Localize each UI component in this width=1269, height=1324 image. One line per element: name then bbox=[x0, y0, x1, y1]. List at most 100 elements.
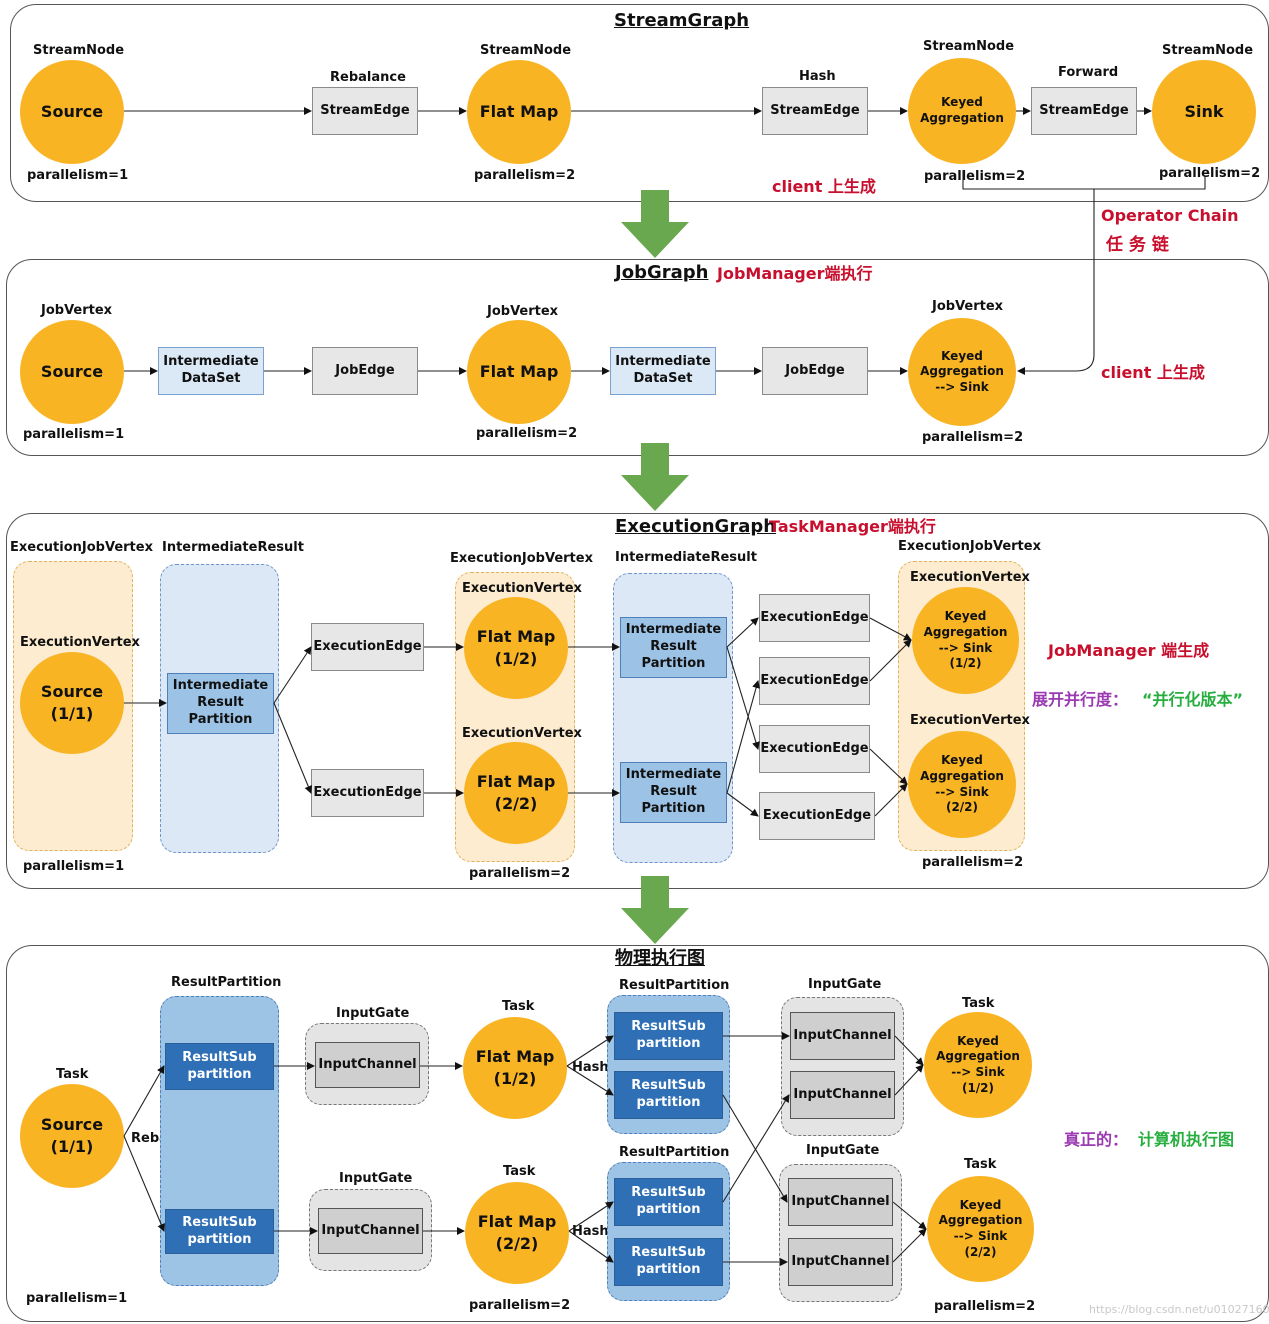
intermediate-dataset-box: Intermediate DataSet bbox=[158, 347, 264, 395]
result-subpartition-box: ResultSub partition bbox=[165, 1209, 274, 1254]
sink-node: Sink bbox=[1152, 60, 1256, 164]
flatmap-vertex: Flat Map bbox=[467, 320, 571, 424]
execution-edge-box: ExecutionEdge bbox=[311, 623, 424, 671]
operator-chain-label: Operator Chain bbox=[1101, 206, 1239, 225]
task-label: Task bbox=[964, 1157, 997, 1172]
parallelism-label: parallelism=1 bbox=[23, 427, 125, 442]
parallelism-label: parallelism=2 bbox=[934, 1299, 1036, 1314]
keyed-task-1: Keyed Aggregation --> Sink (1/2) bbox=[924, 1012, 1032, 1118]
parallel-version-note: “并行化版本” bbox=[1142, 690, 1244, 709]
parallelism-label: parallelism=2 bbox=[469, 1298, 571, 1313]
real-note: 真正的： bbox=[1064, 1130, 1129, 1149]
input-channel-box: InputChannel bbox=[790, 1012, 895, 1060]
result-subpartition-box: ResultSub partition bbox=[614, 1071, 723, 1119]
result-partition-label: ResultPartition bbox=[619, 1145, 730, 1160]
execution-vertex-label: ExecutionVertex bbox=[462, 581, 582, 596]
jobgraph-title: JobGraph bbox=[615, 262, 709, 283]
result-partition-label: ResultPartition bbox=[619, 978, 730, 993]
compute-graph-note: 计算机执行图 bbox=[1138, 1130, 1235, 1149]
execution-vertex-label: ExecutionVertex bbox=[20, 635, 140, 650]
flatmap-execution-vertex-1: Flat Map (1/2) bbox=[464, 597, 568, 699]
task-chain-label: 任 务 链 bbox=[1106, 235, 1169, 255]
input-channel-box: InputChannel bbox=[790, 1071, 895, 1119]
execution-job-vertex-label: ExecutionJobVertex bbox=[898, 539, 1041, 554]
stream-edge-box: StreamEdge bbox=[1031, 87, 1137, 135]
streamnode-label-flatmap: StreamNode bbox=[480, 43, 572, 58]
jobvertex-label: JobVertex bbox=[932, 299, 1004, 314]
parallelism-label: parallelism=2 bbox=[476, 426, 578, 441]
keyed-aggregation-node: Keyed Aggregation bbox=[908, 58, 1016, 164]
execution-vertex-label: ExecutionVertex bbox=[462, 726, 582, 741]
jobmanager-note: JobManager端执行 bbox=[717, 264, 873, 283]
input-gate-label: InputGate bbox=[339, 1171, 413, 1186]
intermediate-result-label: IntermediateResult bbox=[615, 550, 757, 565]
execution-vertex-label: ExecutionVertex bbox=[910, 713, 1030, 728]
job-edge-box: JobEdge bbox=[762, 347, 868, 395]
forward-label: Forward bbox=[1058, 65, 1119, 80]
keyed-execution-vertex-1: Keyed Aggregation --> Sink (1/2) bbox=[912, 587, 1019, 694]
stream-edge-box: StreamEdge bbox=[312, 87, 418, 135]
task-label: Task bbox=[503, 1164, 536, 1179]
parallelism-label: parallelism=2 bbox=[922, 430, 1024, 445]
result-subpartition-box: ResultSub partition bbox=[614, 1178, 723, 1226]
streamgraph-title: StreamGraph bbox=[614, 10, 750, 31]
down-arrow-icon bbox=[621, 190, 689, 258]
input-channel-box: InputChannel bbox=[788, 1238, 893, 1286]
input-gate-label: InputGate bbox=[808, 977, 882, 992]
task-label: Task bbox=[56, 1067, 89, 1082]
parallelism-label: parallelism=2 bbox=[922, 855, 1024, 870]
execution-edge-box: ExecutionEdge bbox=[759, 792, 875, 840]
task-label: Task bbox=[962, 996, 995, 1011]
input-gate-label: InputGate bbox=[336, 1006, 410, 1021]
jobvertex-label: JobVertex bbox=[41, 303, 113, 318]
parallelism-label: parallelism=1 bbox=[23, 859, 125, 874]
jobmanager-generated-note: JobManager 端生成 bbox=[1048, 641, 1210, 660]
client-note: client 上生成 bbox=[1101, 363, 1205, 382]
result-subpartition-box: ResultSub partition bbox=[614, 1238, 723, 1286]
intermediate-dataset-box: Intermediate DataSet bbox=[610, 347, 716, 395]
client-note: client 上生成 bbox=[772, 177, 876, 196]
flatmap-task-1: Flat Map (1/2) bbox=[463, 1017, 567, 1119]
execution-vertex-label: ExecutionVertex bbox=[910, 570, 1030, 585]
flatmap-node: Flat Map bbox=[467, 60, 571, 164]
flatmap-execution-vertex-2: Flat Map (2/2) bbox=[464, 742, 568, 844]
job-edge-box: JobEdge bbox=[312, 347, 418, 395]
parallelism-label: parallelism=2 bbox=[469, 866, 571, 881]
result-subpartition-box: ResultSub partition bbox=[165, 1043, 274, 1090]
executiongraph-title: ExecutionGraph bbox=[615, 516, 777, 537]
result-partition-box: Intermediate Result Partition bbox=[167, 673, 274, 734]
hash-label: Hash bbox=[572, 1060, 609, 1075]
execution-edge-box: ExecutionEdge bbox=[759, 725, 870, 773]
hash-label: Hash bbox=[799, 69, 836, 84]
intermediate-result-label: IntermediateResult bbox=[162, 540, 304, 555]
parallelism-label: parallelism=2 bbox=[1159, 166, 1261, 181]
taskmanager-note: TaskManager端执行 bbox=[769, 517, 936, 536]
physical-graph-title: 物理执行图 bbox=[615, 948, 705, 969]
source-node: Source bbox=[20, 60, 124, 164]
streamnode-label-source: StreamNode bbox=[33, 43, 125, 58]
input-channel-box: InputChannel bbox=[318, 1208, 423, 1254]
parallelism-label: parallelism=2 bbox=[474, 168, 576, 183]
parallelism-label: parallelism=1 bbox=[27, 168, 129, 183]
execution-job-vertex-label: ExecutionJobVertex bbox=[10, 540, 153, 555]
parallelism-label: parallelism=1 bbox=[26, 1291, 128, 1306]
expand-parallelism-note: 展开并行度： bbox=[1032, 690, 1129, 709]
keyed-execution-vertex-2: Keyed Aggregation --> Sink (2/2) bbox=[908, 731, 1016, 838]
stream-edge-box: StreamEdge bbox=[762, 87, 868, 135]
source-task: Source (1/1) bbox=[20, 1084, 124, 1188]
hash-label: Hash bbox=[572, 1224, 609, 1239]
down-arrow-icon bbox=[621, 876, 689, 944]
jobvertex-label: JobVertex bbox=[487, 304, 559, 319]
keyed-sink-vertex: Keyed Aggregation --> Sink bbox=[908, 318, 1016, 426]
watermark: https://blog.csdn.net/u010271601 bbox=[1089, 1303, 1269, 1316]
rebalance-label: Rebalance bbox=[330, 70, 406, 85]
source-vertex: Source bbox=[20, 320, 124, 424]
down-arrow-icon bbox=[621, 443, 689, 511]
result-partition-label: ResultPartition bbox=[171, 975, 282, 990]
parallelism-label: parallelism=2 bbox=[924, 169, 1026, 184]
input-channel-box: InputChannel bbox=[788, 1178, 893, 1226]
streamnode-label-sink: StreamNode bbox=[1162, 43, 1254, 58]
result-partition-box: Intermediate Result Partition bbox=[620, 762, 727, 823]
source-execution-vertex: Source (1/1) bbox=[20, 652, 124, 754]
